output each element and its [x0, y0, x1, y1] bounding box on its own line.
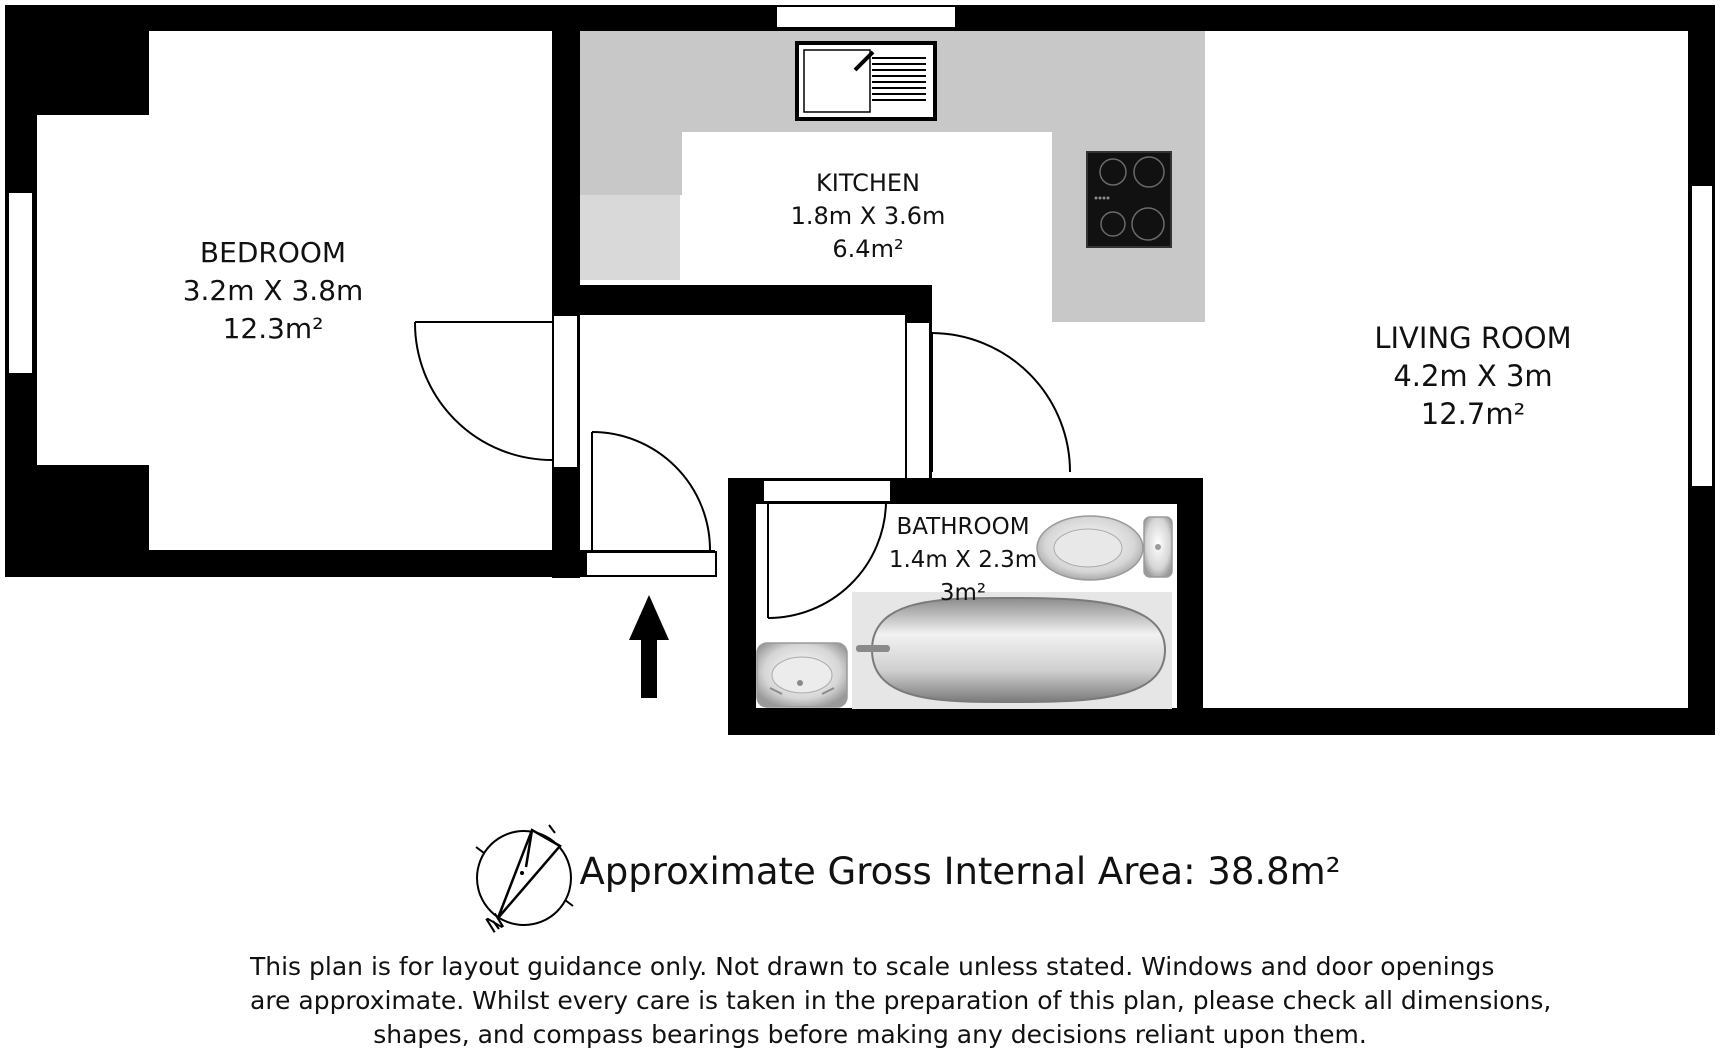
- room-dimensions: 3.2m X 3.8m: [183, 274, 364, 307]
- room-dimensions: 4.2m X 3m: [1393, 359, 1552, 393]
- room-area: 12.7m²: [1421, 397, 1525, 431]
- disclaimer-line: shapes, and compass bearings before maki…: [373, 1020, 1367, 1049]
- room-bathroom: BATHROOM 1.4m X 2.3m 3m²: [889, 514, 1037, 606]
- room-name: LIVING ROOM: [1374, 321, 1571, 355]
- entrance-arrow-icon: [629, 595, 669, 698]
- sink-icon: [795, 41, 937, 121]
- room-area: 12.3m²: [223, 312, 324, 345]
- door-openings: [552, 314, 931, 577]
- toilet-icon: [1036, 515, 1173, 581]
- bathtub-icon: [852, 592, 1172, 709]
- window-bedroom: [7, 191, 34, 375]
- disclaimer: This plan is for layout guidance only. N…: [250, 950, 1552, 1052]
- disclaimer-line: are approximate. Whilst every care is ta…: [250, 986, 1552, 1015]
- disclaimer-line: This plan is for layout guidance only. N…: [250, 952, 1495, 981]
- room-area: 6.4m²: [832, 235, 903, 263]
- compass: N: [475, 824, 574, 939]
- room-name: KITCHEN: [816, 169, 920, 197]
- hob-icon: [1086, 151, 1172, 248]
- window-kitchen: [775, 5, 957, 29]
- room-bedroom: BEDROOM 3.2m X 3.8m 12.3m²: [183, 236, 364, 345]
- room-dimensions: 1.4m X 2.3m: [889, 547, 1037, 573]
- window-living-room: [1690, 184, 1714, 488]
- room-dimensions: 1.8m X 3.6m: [791, 202, 946, 230]
- door-swings: [413, 321, 1071, 619]
- room-name: BATHROOM: [896, 514, 1029, 540]
- room-living-room: LIVING ROOM 4.2m X 3m 12.7m²: [1374, 321, 1571, 431]
- gross-internal-area: Approximate Gross Internal Area: 38.8m²: [579, 850, 1341, 893]
- north-arrow-icon: [496, 828, 562, 919]
- wash-basin-icon: [756, 642, 848, 708]
- compass-north-label: N: [482, 909, 509, 939]
- room-kitchen: KITCHEN 1.8m X 3.6m 6.4m²: [791, 169, 946, 263]
- room-area: 3m²: [940, 580, 986, 606]
- windows: [7, 5, 1714, 488]
- room-name: BEDROOM: [200, 236, 346, 269]
